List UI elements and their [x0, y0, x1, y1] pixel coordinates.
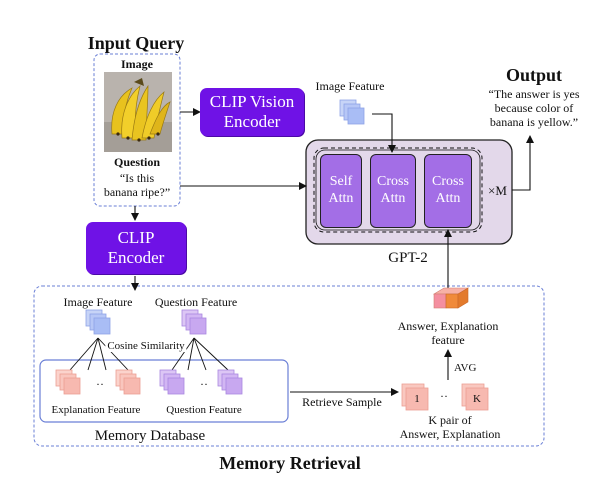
- question-feature-stack-1: [159, 369, 185, 395]
- cross-attn-2-line2: Attn: [435, 191, 461, 206]
- gpt2-label: GPT-2: [388, 250, 428, 266]
- memory-image-feature-label: Image Feature: [63, 295, 133, 309]
- answer-explanation-feature-line2: feature: [431, 333, 465, 347]
- k-pair-card-k-label: K: [473, 393, 481, 405]
- question-feature-stack-2: [217, 369, 243, 395]
- answer-explanation-feature-line1: Answer, Explanation: [397, 319, 499, 333]
- input-query-title: Input Query: [87, 33, 185, 53]
- self-attn-line2: Attn: [328, 191, 354, 206]
- image-feature-top-label: Image Feature: [315, 79, 385, 93]
- answer-feature-cube: [432, 287, 470, 309]
- gpt2-inner-dashed: [313, 147, 483, 233]
- memory-database-label: Memory Database: [94, 428, 206, 444]
- question-dots: ··: [200, 377, 208, 391]
- question-label: Question: [113, 155, 161, 169]
- memory-image-feature-stack: [85, 309, 111, 335]
- output-line2: because color of: [494, 101, 574, 115]
- memory-retrieval-box: [33, 285, 545, 447]
- question-feature-bottom-label: Question Feature: [166, 404, 242, 416]
- k-pair-card-k: [461, 383, 489, 411]
- gpt2-repeat-label: ×M: [488, 183, 507, 198]
- output-line1: “The answer is yes: [488, 87, 580, 101]
- memory-retrieval-title: Memory Retrieval: [219, 453, 361, 473]
- cross-attn-2-line1: Cross: [432, 174, 464, 190]
- k-pair-line2: Answer, Explanation: [399, 427, 501, 441]
- image-label: Image: [121, 57, 153, 71]
- question-text-line2: banana ripe?”: [103, 185, 171, 199]
- memory-database-box: [39, 359, 289, 423]
- clip-encoder-line2: Encoder: [107, 248, 165, 267]
- explanation-feature-stack-1: [55, 369, 81, 395]
- k-pair-card-1: [401, 383, 429, 411]
- explanation-feature-label: Explanation Feature: [51, 404, 141, 416]
- explanation-dots: ··: [96, 377, 104, 391]
- k-pair-line1: K pair of: [428, 413, 472, 427]
- memory-question-feature-stack: [181, 309, 207, 335]
- self-attn-line1: Self: [329, 174, 353, 190]
- clip-vision-encoder-line2: Encoder: [223, 112, 281, 131]
- retrieve-sample-label: Retrieve Sample: [302, 395, 382, 409]
- input-query-box: [93, 53, 181, 207]
- clip-encoder-line1: CLIP: [117, 228, 155, 248]
- cross-attn-1-line2: Attn: [380, 191, 406, 206]
- cross-attn-1-line1: Cross: [377, 174, 409, 190]
- question-text-line1: “Is this: [119, 171, 155, 185]
- cosine-similarity-label: Cosine Similarity: [105, 340, 187, 353]
- explanation-feature-stack-2: [115, 369, 141, 395]
- output-line3: banana is yellow.”: [489, 115, 579, 129]
- image-feature-stack-top: [339, 99, 365, 125]
- clip-vision-encoder-line1: CLIP Vision: [209, 92, 295, 112]
- avg-label: AVG: [454, 362, 477, 374]
- k-pair-card-1-label: 1: [414, 393, 420, 405]
- k-pair-dots: ··: [440, 389, 448, 403]
- banana-photo: [104, 72, 172, 152]
- memory-question-feature-label: Question Feature: [154, 295, 238, 309]
- output-title: Output: [505, 65, 563, 85]
